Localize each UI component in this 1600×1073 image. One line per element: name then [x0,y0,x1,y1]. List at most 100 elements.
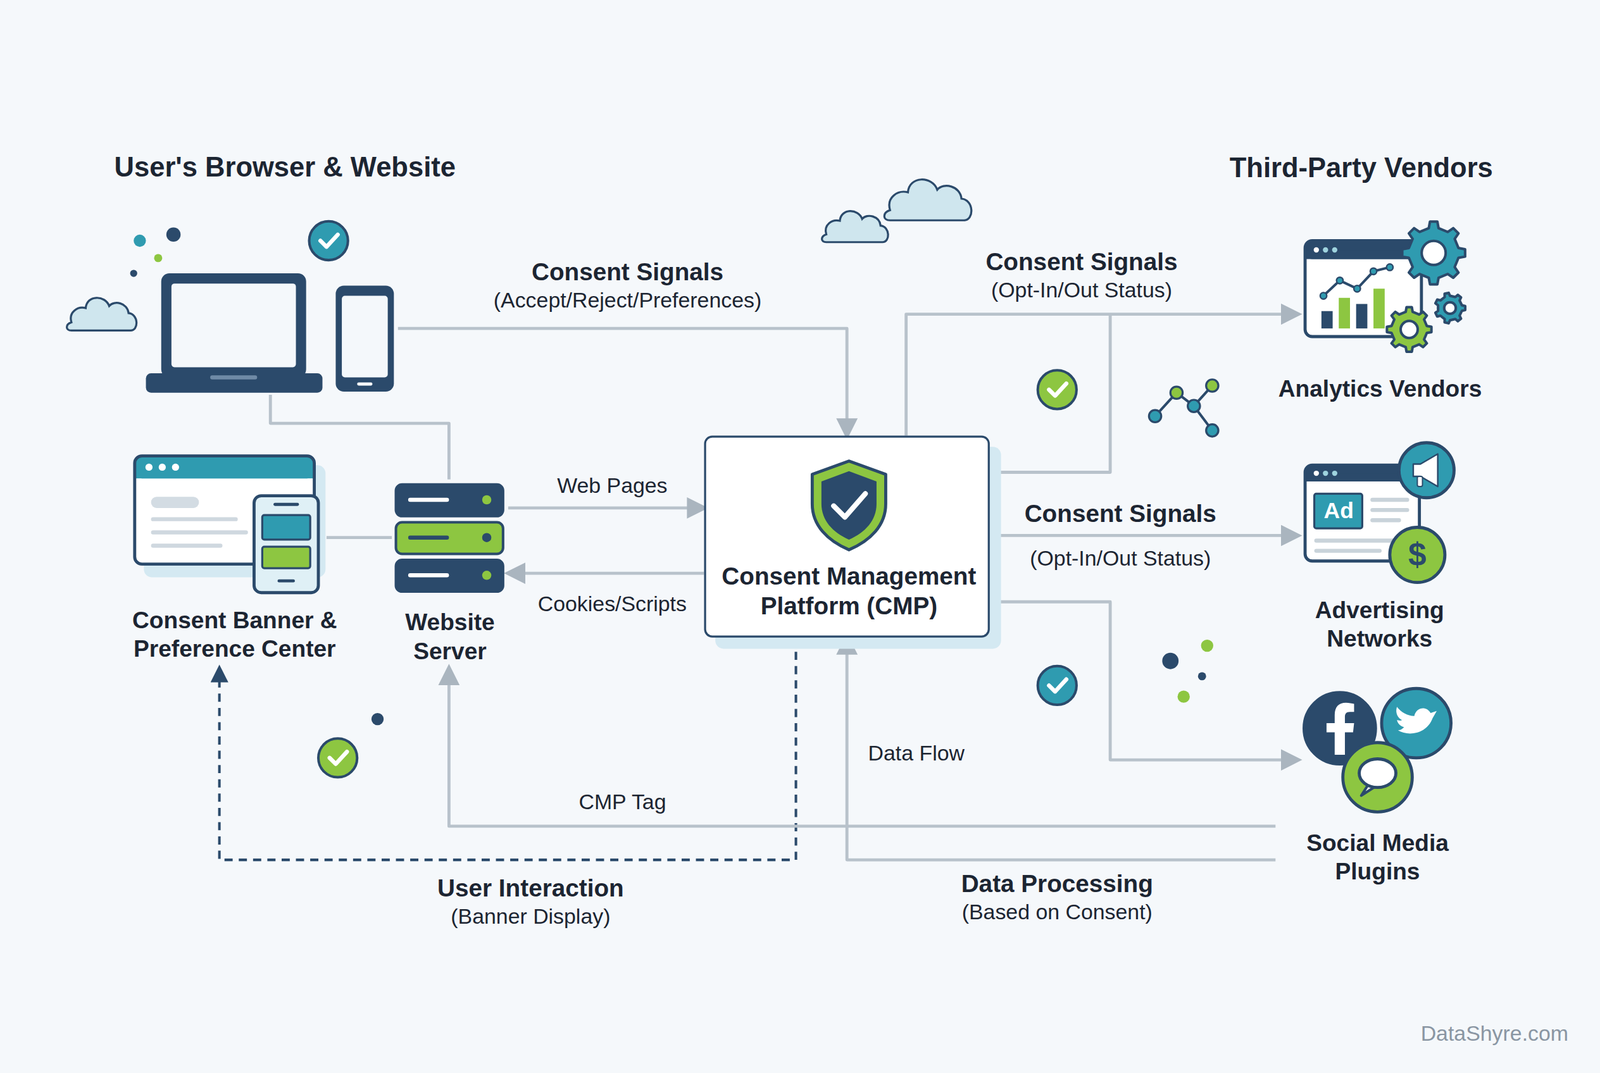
decor-dot [153,253,163,263]
node-label: Website Server [382,608,518,666]
connector-arrow [398,328,847,436]
cloud-icon [884,179,972,221]
preference-toggle [262,546,311,569]
check-mark [1048,679,1066,692]
chart-bar [1356,303,1368,329]
check-circle [1037,370,1077,409]
banner-line [151,517,238,521]
ad-line [1370,498,1409,502]
check-circle [309,221,349,261]
decor-dot [371,713,384,726]
check-circle [1037,666,1077,706]
megaphone-handle [1417,476,1423,487]
vendor-icon-node: Analytics Vendors [1265,209,1495,409]
icon-text: $ [1408,535,1427,575]
ad-badge [1314,493,1363,529]
decor-dot [166,227,182,243]
icon-text: Ad [1324,497,1354,525]
window-dot [1322,247,1328,253]
edge-label: Consent Signals [1024,499,1217,529]
server-icon-node: Website Server [382,479,518,669]
chat-circle [1343,743,1413,813]
chart-point [1370,268,1377,275]
phone-speaker [273,503,299,507]
window-dot [1313,247,1319,253]
connector-arrow [989,601,1299,761]
edge-note: (Accept/Reject/Preferences) [493,287,762,314]
decor-dot [130,269,138,277]
gear-hub [1421,241,1446,266]
banner-line [151,530,249,535]
edge-label: Data Processing [961,870,1154,900]
server-led [482,532,492,543]
server-unit [396,484,504,517]
edge-label: Consent Signals [531,257,724,287]
banner-pill [151,496,200,509]
icon-group [146,273,395,394]
chart-point [1353,285,1361,292]
connector-arrow [508,572,705,576]
check-badge [1037,666,1077,706]
edge-label: CMP Tag [578,789,666,816]
shield-outer [812,461,886,550]
server-slot [408,498,449,502]
node-label: Consent Banner & Preference Center [112,606,357,664]
megaphone-icon [1413,453,1438,487]
gear-icon [1386,307,1432,352]
browser-device: User's Browser & Website [101,143,469,399]
icon-group [396,484,504,592]
edge-label: Cookies/Scripts [537,591,687,618]
phone-button [277,579,295,583]
chat-bubble [1359,759,1397,788]
window-dot [1322,470,1328,476]
node-icon [128,451,327,597]
node-label: Advertising Networks [1282,596,1477,654]
chart-bar [1321,311,1333,329]
check-circle [318,738,357,778]
server-unit [396,560,504,592]
icon-group [812,461,886,550]
cloud-shape [822,211,889,243]
banner-line [151,543,223,548]
node-label: Social Media Plugins [1280,828,1475,886]
chart-bar [1338,298,1350,329]
chart-point [1386,263,1394,271]
check-badge [1037,370,1077,409]
edge-note: (Based on Consent) [962,899,1153,926]
group-heading: User's Browser & Website [114,151,503,185]
icon-group [1305,443,1454,583]
server-led [482,495,492,506]
window-dot [145,463,153,471]
connector-arrow [846,637,1276,861]
gear-hub [1444,302,1456,314]
phone-button [356,382,373,387]
laptop-screen [161,273,307,378]
vendor-icon-node: Advertising Networks [1275,436,1485,659]
decor-dot [133,234,146,247]
server-slot [408,573,449,578]
check-badge [318,738,357,778]
edge-label: Consent Signals [985,247,1178,277]
platform-box: Consent Management Platform (CMP) [703,435,990,638]
network-dot [1170,386,1183,399]
network-dot [1206,379,1219,392]
decor-dot [1177,690,1190,703]
facebook-logo [1326,703,1355,756]
check-mark [329,751,347,764]
dollar-circle [1389,527,1445,583]
node-icon [143,267,399,395]
node-label: Analytics Vendors [1265,374,1495,404]
ad-line [1370,518,1401,523]
node-icon [1298,214,1477,368]
ad-line [1370,508,1409,513]
decor-dot [1198,672,1207,681]
group-heading: Third-Party Vendors [1229,151,1494,185]
decor-dot [1201,639,1214,652]
server-slot [408,535,449,540]
gear-icon [1435,293,1466,324]
decor-dot [1162,653,1179,670]
window-dot [172,463,180,471]
cloud-shape [67,298,137,332]
node-label: Consent Management Platform (CMP) [706,561,992,621]
connector-arrow [448,668,1276,827]
